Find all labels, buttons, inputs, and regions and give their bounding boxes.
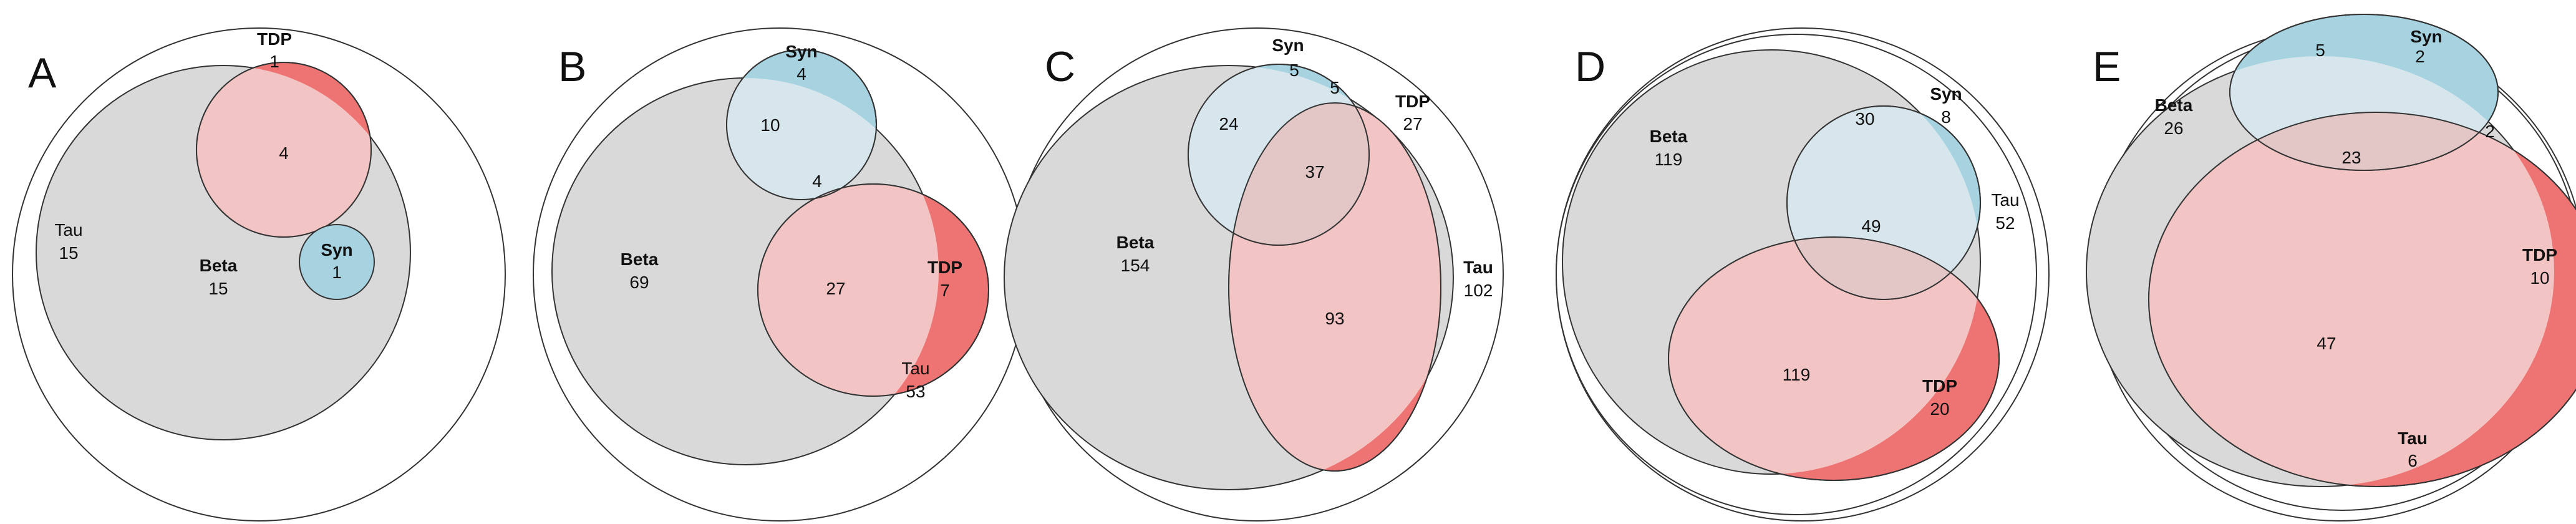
tdp-beta-count: 47 — [2317, 334, 2336, 353]
tdp-beta-count: 93 — [1325, 309, 1344, 328]
beta-label: Beta — [200, 256, 238, 275]
panel-d: D Beta 119 30 Syn 8 Tau 52 49 119 TDP 20 — [1556, 27, 2050, 522]
syn-beta-count: 5 — [2315, 41, 2325, 60]
tdp-label: TDP — [1922, 376, 1957, 395]
tdp-label: TDP — [2522, 245, 2557, 264]
triple-overlap — [2230, 112, 2498, 170]
syn-label: Syn — [1272, 36, 1304, 55]
syn-label: Syn — [2410, 27, 2442, 46]
beta-label: Beta — [621, 250, 659, 269]
panel-letter-d: D — [1575, 43, 1605, 90]
tdp-outline — [2148, 112, 2576, 487]
syn-tdp-count: 5 — [1330, 78, 1340, 97]
syn-outline — [726, 49, 877, 200]
tdp-count: 27 — [1403, 114, 1422, 133]
panel-e: E 5 Syn 2 Beta 26 23 2 TDP 10 47 Tau 6 — [2086, 14, 2576, 522]
syn-outline — [1188, 64, 1370, 246]
tdp-beta-overlap — [2149, 112, 2554, 487]
syn-label: Syn — [321, 240, 352, 260]
triple-count: 49 — [1861, 216, 1881, 236]
tau-label: Tau — [2398, 429, 2428, 448]
panel-letter-e: E — [2093, 43, 2121, 90]
tau-label: Tau — [901, 359, 929, 378]
tdp-outline — [1228, 102, 1441, 472]
triple-count: 37 — [1305, 162, 1324, 182]
tdp-beta-count: 4 — [279, 143, 289, 163]
beta-label: Beta — [1650, 127, 1688, 146]
panel-c: C Syn 5 5 TDP 27 24 37 Beta 154 Tau 102 … — [1004, 27, 1504, 522]
tdp-outline — [196, 62, 372, 238]
tau-label: Tau — [1463, 258, 1493, 277]
syn-tdp-count: 2 — [2485, 122, 2495, 141]
tau-count: 6 — [2408, 451, 2418, 470]
tdp-count: 10 — [2530, 268, 2549, 288]
syn-circle — [299, 224, 375, 300]
beta-count: 154 — [1121, 256, 1150, 275]
tau-count: 102 — [1464, 281, 1493, 300]
beta-count: 26 — [2164, 119, 2183, 138]
beta-label: Beta — [2155, 95, 2193, 115]
panel-letter-a: A — [28, 49, 57, 97]
triple-count: 4 — [812, 172, 822, 191]
syn-beta-count: 10 — [760, 115, 780, 135]
tau-label: Tau — [54, 220, 82, 240]
tau-count: 15 — [59, 243, 78, 263]
syn-label: Syn — [785, 42, 817, 61]
syn-outline — [1786, 105, 1981, 300]
tau-count: 52 — [1995, 213, 2015, 233]
tdp-label: TDP — [257, 29, 292, 49]
syn-outline — [2229, 14, 2499, 171]
panel-letter-b: B — [558, 43, 586, 90]
triple-count: 23 — [2341, 148, 2361, 167]
tdp-beta-overlap — [196, 66, 371, 237]
tdp-beta-count: 119 — [1783, 365, 1811, 384]
tdp-outline — [757, 183, 989, 397]
tau-label: Tau — [1991, 190, 2019, 210]
beta-count: 15 — [208, 279, 228, 298]
syn-beta-count: 30 — [1855, 109, 1874, 129]
tau-count: 53 — [906, 382, 925, 401]
tdp-count: 7 — [940, 281, 950, 300]
tdp-beta-count: 27 — [826, 279, 845, 298]
beta-count: 69 — [629, 273, 649, 292]
syn-count: 8 — [1941, 107, 1951, 127]
beta-label: Beta — [1116, 233, 1155, 252]
beta-count: 119 — [1655, 150, 1683, 169]
syn-count: 1 — [332, 263, 342, 282]
panel-b: B Syn 4 10 4 TDP 7 Beta 69 27 Tau 53 — [533, 27, 1027, 522]
tdp-count: 1 — [269, 52, 279, 71]
tdp-outline — [1668, 236, 2000, 481]
syn-count: 2 — [2415, 47, 2425, 66]
panel-letter-c: C — [1045, 43, 1075, 90]
tdp-label: TDP — [927, 258, 962, 277]
syn-count: 5 — [1289, 61, 1299, 80]
syn-beta-count: 24 — [1219, 114, 1238, 133]
tdp-count: 20 — [1930, 399, 1949, 419]
syn-count: 4 — [797, 64, 806, 84]
panel-a: A TDP 1 4 Tau 15 Beta 15 Syn 1 — [12, 27, 506, 522]
tdp-label: TDP — [1395, 92, 1430, 111]
syn-label: Syn — [1930, 84, 1962, 104]
